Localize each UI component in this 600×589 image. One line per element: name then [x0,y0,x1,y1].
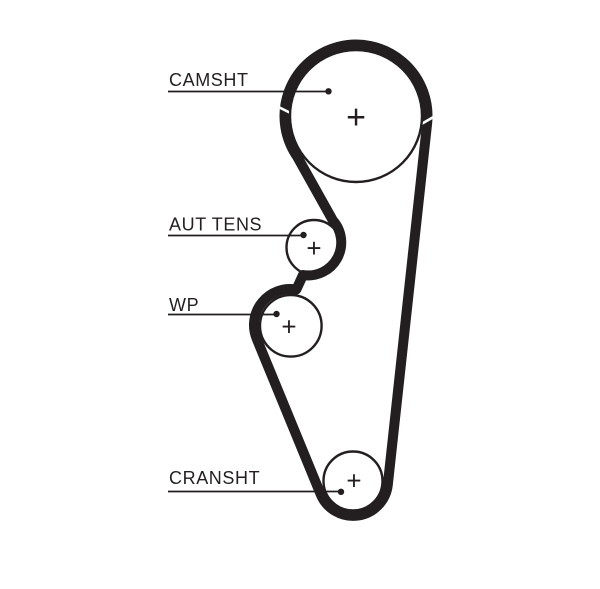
label-water-pump: WP [168,295,280,318]
camshaft-pulley-circle [288,48,424,184]
tensioner-label-text: AUT TENS [169,215,262,235]
crankshaft-label-text: CRANSHT [169,468,260,488]
camshaft-plus-marker-icon: + [346,99,366,137]
label-tensioner: AUT TENS [168,215,307,239]
label-crankshaft: CRANSHT [168,468,345,495]
camshaft-timing-mark-left-icon [277,105,291,114]
crankshaft-pulley: + [322,450,384,512]
camshaft-leader-dot [325,88,332,95]
tensioner-pulley-circle [285,218,343,277]
water-pump-leader-dot [273,310,280,318]
tensioner-pulley: + [285,218,343,277]
water-pump-label-text: WP [169,295,199,315]
camshaft-pulley: + [288,48,424,184]
crankshaft-plus-marker-icon: + [346,466,361,496]
camshaft-label-text: CAMSHT [169,70,249,90]
crankshaft-leader-dot [337,488,345,495]
tensioner-plus-marker-icon: + [306,233,321,263]
tensioner-leader-dot [300,231,307,239]
water-pump-pulley: + [258,293,323,358]
water-pump-pulley-circle [258,293,323,358]
crankshaft-pulley-circle [322,450,384,512]
label-camshaft: CAMSHT [168,70,332,95]
water-pump-plus-marker-icon: + [281,312,296,342]
